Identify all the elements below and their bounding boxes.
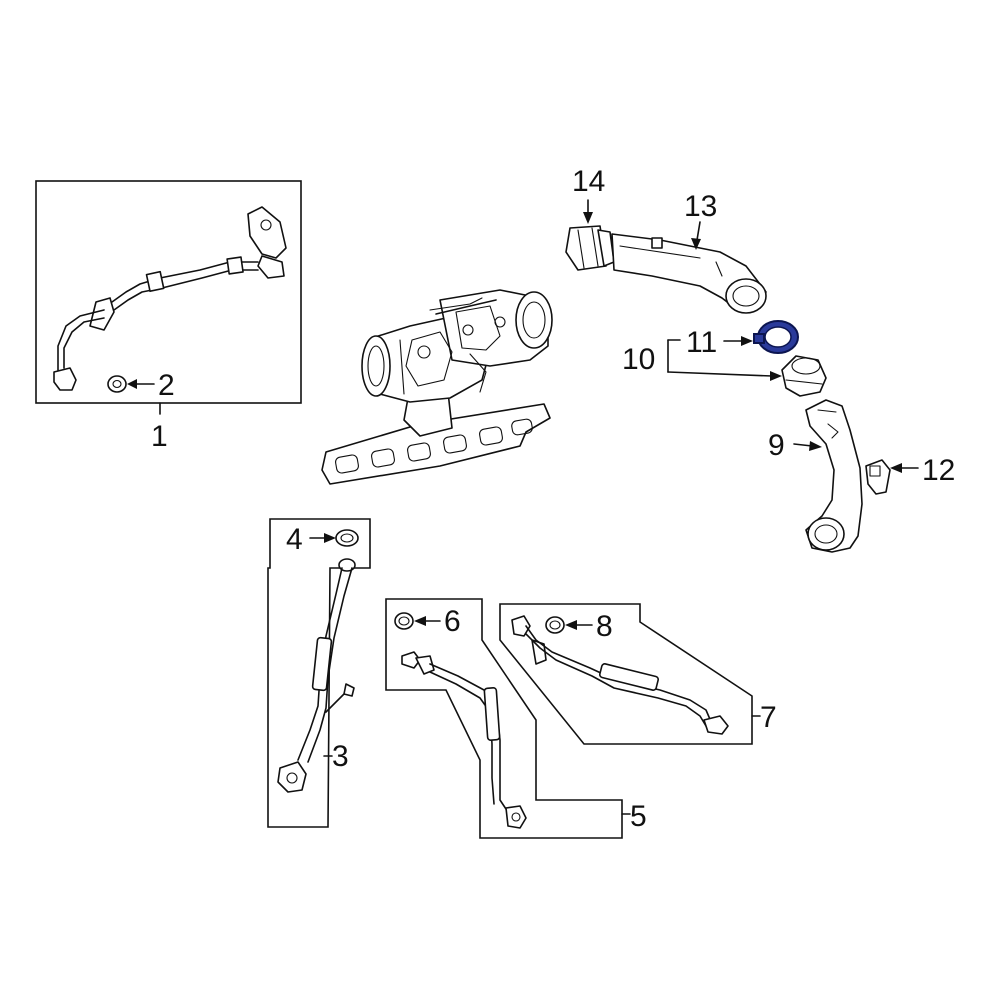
callout-2: 2 [158, 369, 175, 402]
callout-5: 5 [630, 800, 647, 833]
callout-13: 13 [684, 190, 717, 223]
intake-pipe-9-drawing [805, 399, 863, 553]
sensor-12-drawing [865, 459, 891, 495]
callout-10: 10 [622, 343, 655, 376]
clamp-11-drawing[interactable] [753, 320, 799, 354]
callout-8: 8 [596, 610, 613, 643]
part-group-3: 4 3 [267, 518, 371, 828]
part-group-1: 2 1 [35, 180, 302, 453]
washer-2-drawing [107, 375, 127, 393]
callout-10-bracket [667, 339, 782, 381]
callout-1: 1 [151, 420, 168, 453]
oil-feed-line-drawing[interactable] [53, 206, 287, 391]
callout-12: 12 [922, 454, 955, 487]
callout-3: 3 [332, 740, 349, 773]
coolant-line-5-drawing[interactable] [401, 651, 527, 829]
callout-6: 6 [444, 605, 461, 638]
callout-4: 4 [286, 523, 303, 556]
callout-11: 11 [686, 326, 717, 359]
coolant-line-7-drawing[interactable] [511, 615, 729, 735]
part-group-5: 6 5 [385, 598, 647, 839]
coupler-14-drawing [565, 225, 615, 271]
callout-14: 14 [572, 165, 605, 198]
intake-duct-13-drawing [611, 233, 767, 314]
callout-7: 7 [760, 701, 777, 734]
part-group-7: 8 7 [499, 603, 777, 745]
coupler-10-drawing [781, 355, 827, 397]
callout-9: 9 [768, 429, 785, 462]
turbocharger-manifold-drawing [321, 289, 553, 485]
coolant-line-3-drawing[interactable] [277, 558, 356, 793]
